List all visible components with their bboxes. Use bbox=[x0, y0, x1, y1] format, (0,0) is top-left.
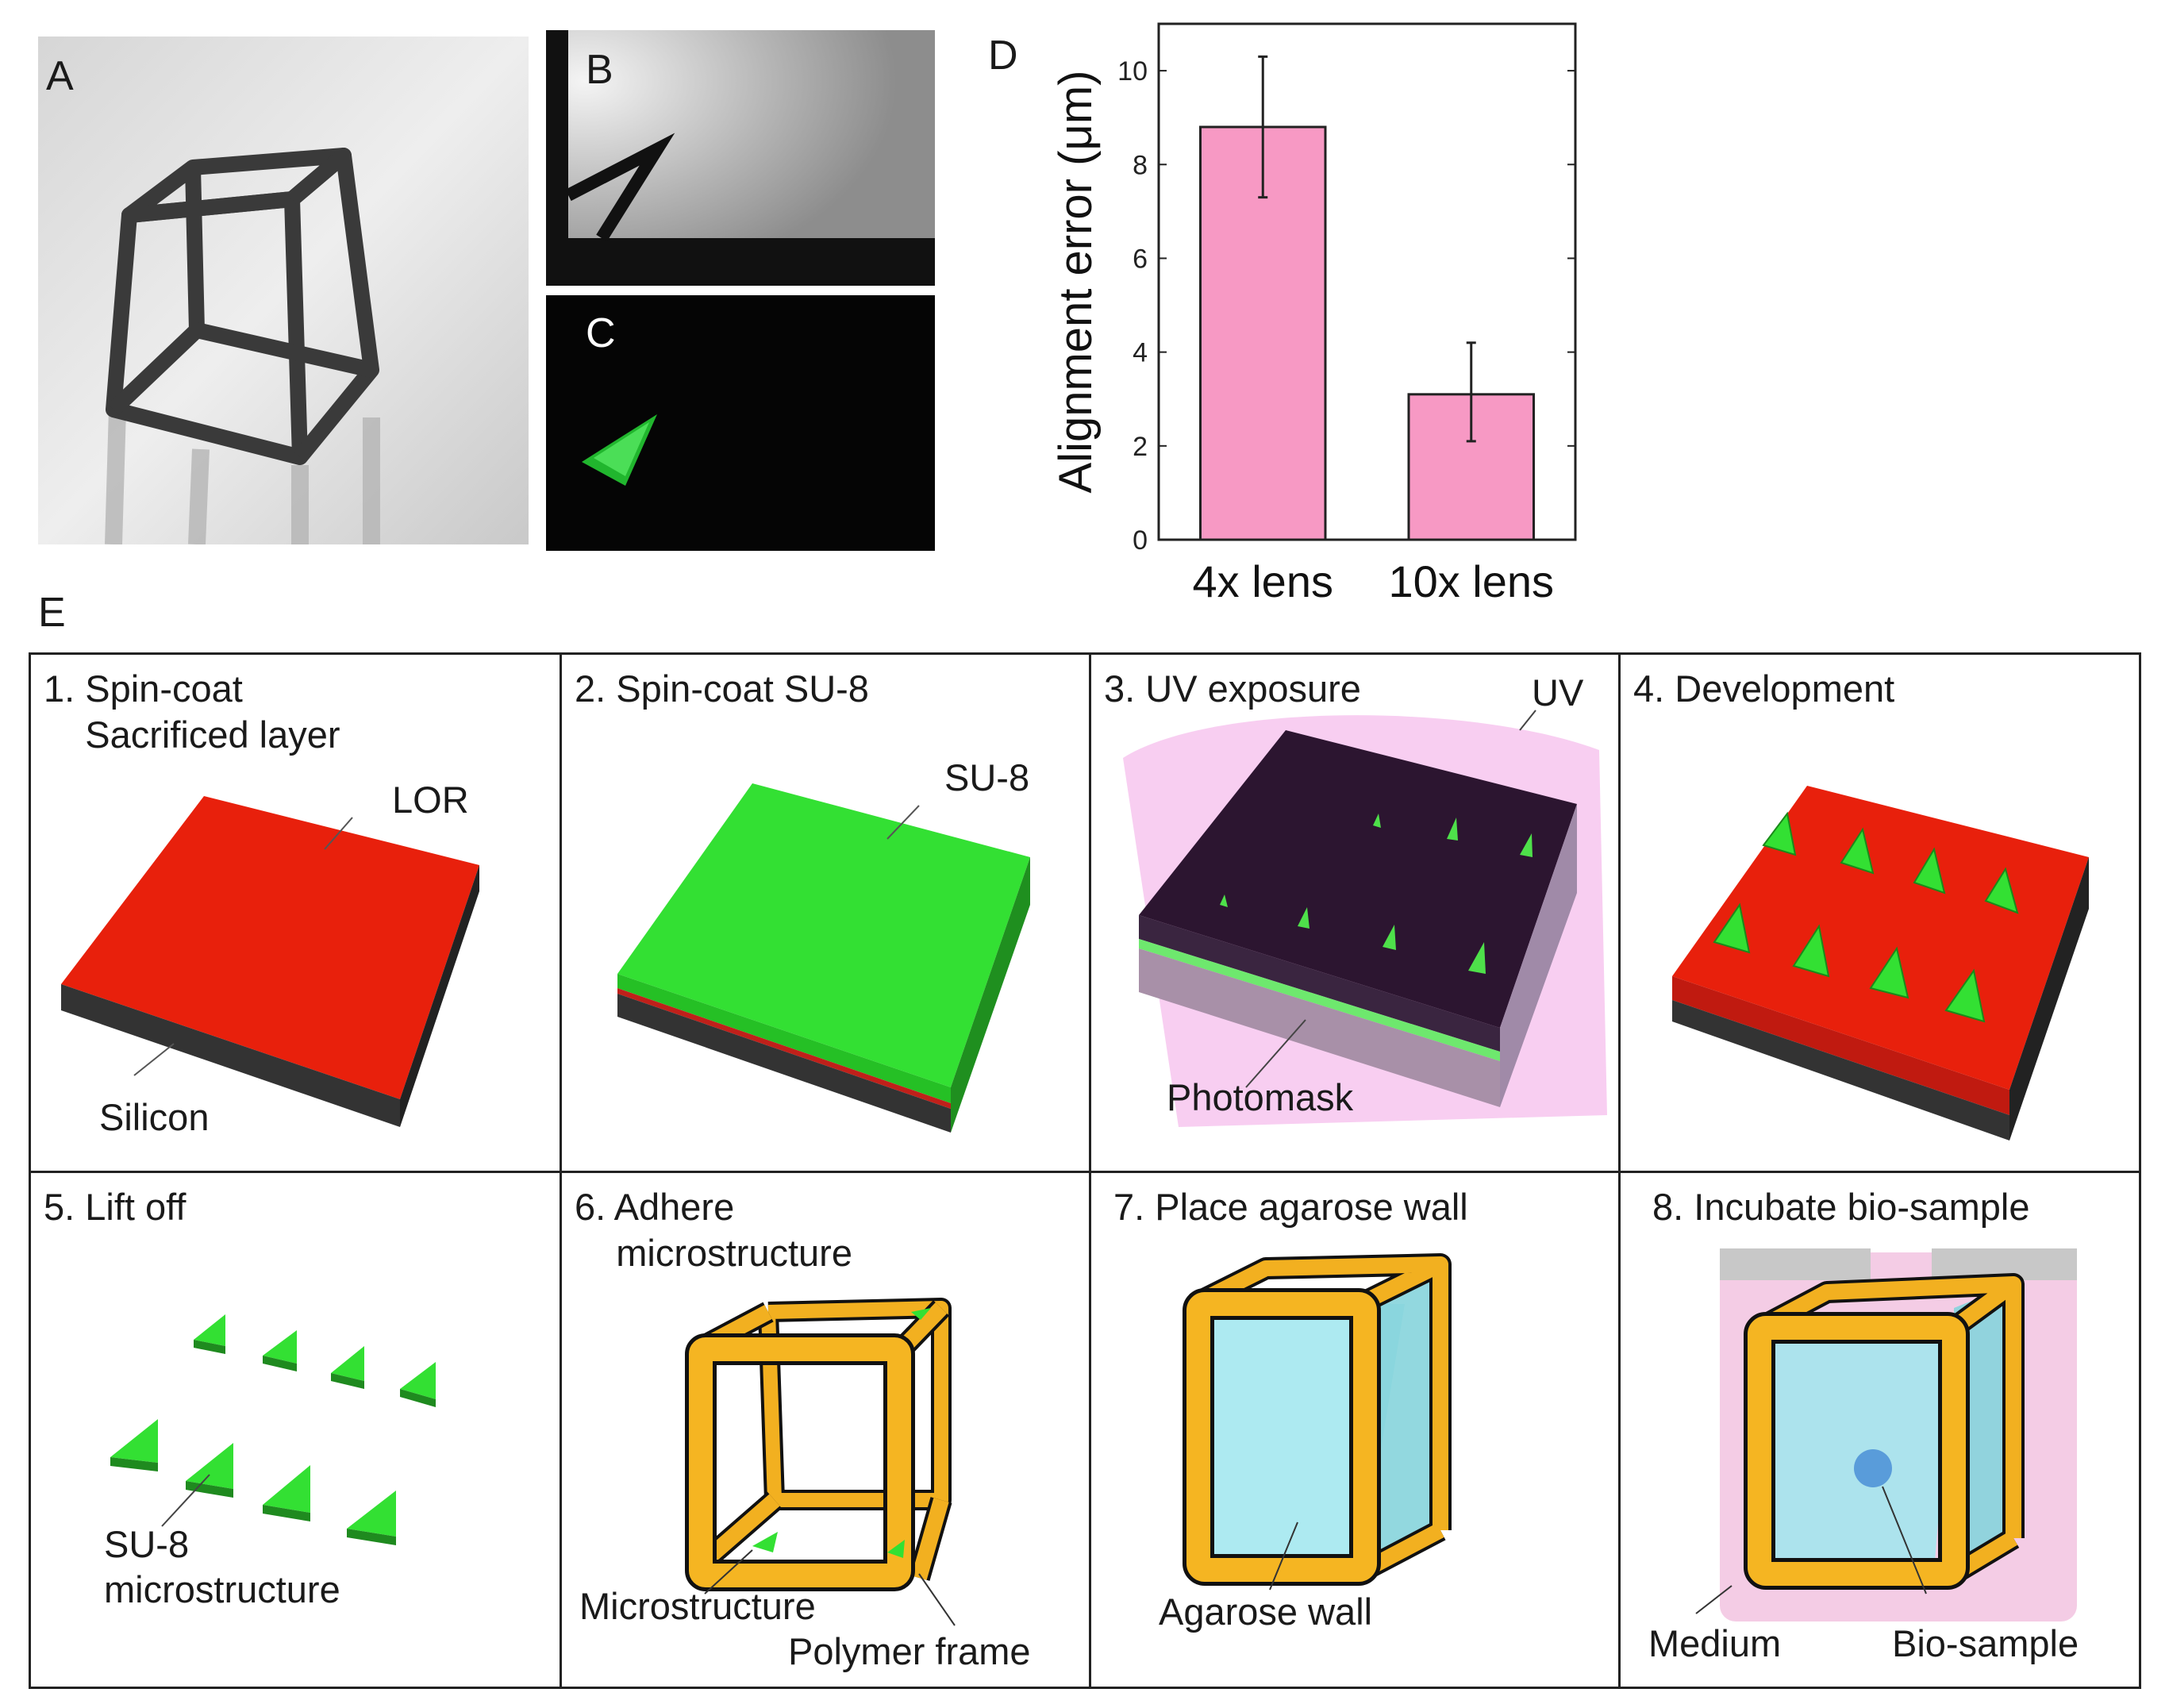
step-1-cell: 1. Spin-coat Sacrificed layer LOR Silico… bbox=[31, 655, 560, 1171]
step-7-cell: 7. Place agarose wall Agarose wall bbox=[1091, 1173, 1620, 1689]
incubation-setup bbox=[1695, 1248, 2077, 1621]
bio-sample-leader bbox=[1882, 1486, 1927, 1595]
x-tick-label: 4x lens bbox=[1193, 556, 1333, 606]
grid-divider-v1 bbox=[560, 655, 562, 1687]
panel-letter-b: B bbox=[586, 47, 613, 93]
agarose-leader bbox=[1269, 1521, 1298, 1591]
label-silicon: Silicon bbox=[99, 1096, 210, 1138]
bio-sample-sphere bbox=[1854, 1449, 1892, 1487]
y-tick-label: 2 bbox=[1133, 432, 1148, 462]
step-8-cell: 8. Incubate bio-sample Medium Bio-sample bbox=[1621, 1173, 2141, 1689]
polymer-frame-cube bbox=[685, 1298, 956, 1626]
lor-layer-top bbox=[61, 796, 479, 1099]
step-4-title: 4. Development bbox=[1633, 667, 1895, 710]
y-tick-label: 10 bbox=[1117, 56, 1148, 87]
panel-b-micrograph: B bbox=[546, 30, 935, 286]
step-8-title: 8. Incubate bio-sample bbox=[1652, 1186, 2030, 1228]
holder-left bbox=[1720, 1248, 1871, 1280]
alignment-error-chart: 0 2 4 6 8 10 4x lens 10x lens Alignment error (… bbox=[1050, 22, 1577, 606]
label-agarose-wall: Agarose wall bbox=[1159, 1591, 1373, 1633]
y-tick-label: 0 bbox=[1133, 525, 1148, 556]
label-su8: SU-8 bbox=[944, 756, 1030, 798]
panel-a-photo: A bbox=[38, 37, 529, 545]
su8-layer-top bbox=[617, 783, 1030, 1087]
step-3-cell: 3. UV exposure UV Photomask bbox=[1091, 655, 1620, 1171]
photomask-leader bbox=[1245, 1019, 1306, 1088]
cube-photo bbox=[38, 37, 529, 545]
uv-exposure-stack bbox=[1123, 710, 1607, 1127]
su8-leader bbox=[886, 805, 920, 840]
step-6-title: 6. Adhere microstructure bbox=[575, 1186, 852, 1274]
agarose-wall-cube bbox=[1183, 1253, 1452, 1591]
y-tick-label: 6 bbox=[1133, 244, 1148, 274]
plot-frame bbox=[1157, 22, 1577, 541]
su8-microstructures bbox=[1713, 811, 2019, 1023]
step-3-title: 3. UV exposure bbox=[1104, 667, 1361, 710]
panel-letter-e: E bbox=[38, 590, 66, 636]
silicon-front bbox=[61, 984, 400, 1127]
label-lor: LOR bbox=[392, 779, 469, 821]
step-4-cell: 4. Development bbox=[1621, 655, 2141, 1171]
grid-divider-v2 bbox=[1089, 655, 1091, 1687]
microstructure-leader bbox=[704, 1549, 753, 1595]
micrograph-b bbox=[546, 30, 935, 286]
y-tick-label: 4 bbox=[1133, 338, 1148, 368]
y-axis-label: Alignment error (μm) bbox=[1050, 71, 1102, 494]
label-polymer-frame: Polymer frame bbox=[788, 1630, 1031, 1672]
x-tick-label: 10x lens bbox=[1388, 556, 1554, 606]
step-2-title: 2. Spin-coat SU-8 bbox=[575, 667, 869, 710]
grid-divider-h bbox=[31, 1171, 2139, 1173]
su8-leader bbox=[161, 1474, 210, 1527]
fluorescence-c bbox=[582, 414, 657, 486]
lifted-microstructures bbox=[110, 1314, 436, 1545]
label-medium: Medium bbox=[1648, 1622, 1782, 1664]
photomask-top bbox=[1139, 730, 1577, 1028]
panel-letter-d: D bbox=[988, 33, 1018, 79]
label-bio-sample: Bio-sample bbox=[1892, 1622, 2079, 1664]
lor-leader bbox=[324, 817, 353, 850]
step-2-cell: 2. Spin-coat SU-8 SU-8 bbox=[562, 655, 1090, 1171]
step-5-title: 5. Lift off bbox=[44, 1186, 187, 1228]
step-6-cell: 6. Adhere microstructure bbox=[562, 1173, 1090, 1689]
label-su8-micro-2: microstructure bbox=[104, 1568, 340, 1610]
silicon-side bbox=[400, 865, 479, 1127]
exposed-pattern bbox=[1220, 814, 1533, 974]
label-su8-micro-1: SU-8 bbox=[104, 1523, 190, 1565]
grid-divider-v3 bbox=[1618, 655, 1621, 1687]
step-1-title: 1. Spin-coat Sacrificed layer bbox=[44, 667, 340, 756]
medium-leader bbox=[1695, 1585, 1733, 1614]
panel-letter-a: A bbox=[46, 53, 74, 99]
uv-leader bbox=[1519, 710, 1536, 731]
su8-stack bbox=[617, 783, 1030, 1133]
silicon-leader bbox=[133, 1043, 175, 1076]
label-photomask: Photomask bbox=[1167, 1076, 1354, 1118]
panel-letter-c: C bbox=[586, 310, 616, 356]
frame-leader bbox=[918, 1573, 956, 1626]
y-tick-label: 8 bbox=[1133, 150, 1148, 180]
panel-c-fluorescence: C bbox=[546, 295, 935, 551]
adhered-microstructures bbox=[752, 1308, 931, 1558]
developed-stack bbox=[1672, 786, 2089, 1141]
released-su8-pieces bbox=[110, 1314, 436, 1537]
label-microstructure: Microstructure bbox=[579, 1585, 816, 1627]
step-7-title: 7. Place agarose wall bbox=[1113, 1186, 1468, 1228]
label-uv: UV bbox=[1532, 671, 1584, 714]
lor-silicon-stack bbox=[61, 796, 479, 1127]
step-5-cell: 5. Lift off SU-8 microstructure bbox=[31, 1173, 560, 1689]
process-grid bbox=[29, 652, 2141, 1689]
